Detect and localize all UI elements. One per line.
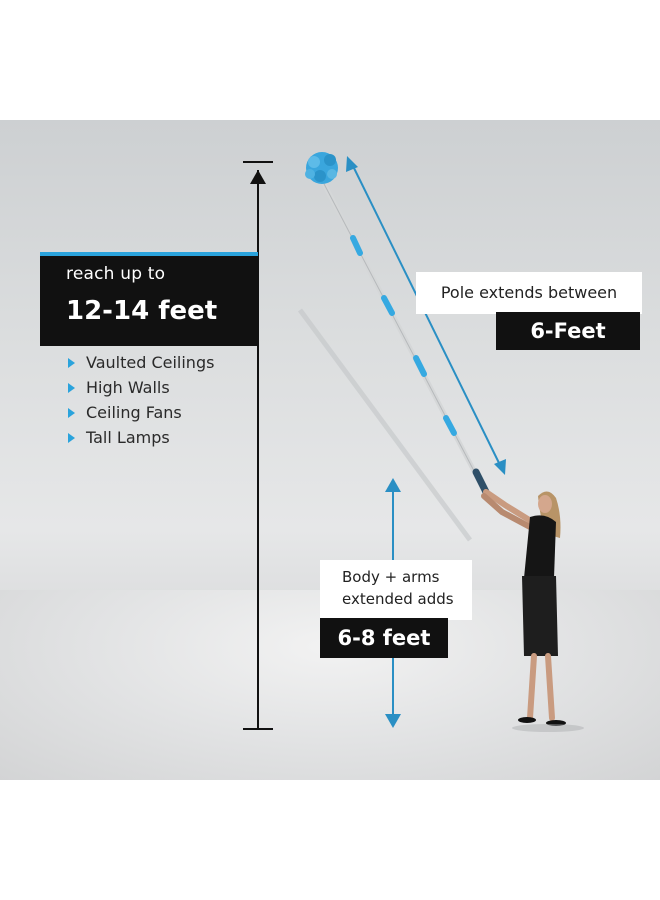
list-item-label: Vaulted Ceilings	[86, 353, 215, 372]
list-item-label: Ceiling Fans	[86, 403, 182, 422]
pole-arrow	[346, 156, 506, 475]
arrow-icon	[385, 478, 401, 492]
product-scene: reach up to 12-14 feet Vaulted Ceilings …	[0, 120, 660, 780]
arrow-icon	[494, 459, 506, 475]
telescopic-pole	[319, 177, 490, 496]
body-label-line2: extended adds	[342, 590, 454, 608]
arrow-icon	[250, 170, 266, 184]
arrow-icon	[385, 714, 401, 728]
chevron-right-icon	[68, 383, 75, 393]
height-measure	[243, 161, 273, 730]
pole-label: Pole extends between	[416, 272, 642, 314]
list-item: High Walls	[68, 375, 214, 400]
body-label: Body + arms extended adds	[320, 560, 472, 620]
scene-illustration	[243, 152, 584, 732]
uses-list: Vaulted Ceilings High Walls Ceiling Fans…	[68, 350, 214, 450]
list-item: Tall Lamps	[68, 425, 214, 450]
pole-shadow	[297, 308, 473, 542]
list-item-label: High Walls	[86, 378, 170, 397]
reach-range: 12-14 feet	[66, 296, 218, 326]
list-item-label: Tall Lamps	[86, 428, 170, 447]
chevron-right-icon	[68, 358, 75, 368]
body-value: 6-8 feet	[320, 618, 448, 658]
chevron-right-icon	[68, 408, 75, 418]
list-item: Vaulted Ceilings	[68, 350, 214, 375]
reach-label: reach up to 12-14 feet	[40, 252, 258, 346]
duster-head-icon	[305, 152, 338, 184]
pole-value: 6-Feet	[496, 312, 640, 350]
body-label-line1: Body + arms	[342, 568, 440, 586]
list-item: Ceiling Fans	[68, 400, 214, 425]
woman-figure	[481, 489, 584, 732]
arrow-icon	[346, 156, 358, 172]
reach-prefix: reach up to	[66, 264, 166, 284]
chevron-right-icon	[68, 433, 75, 443]
